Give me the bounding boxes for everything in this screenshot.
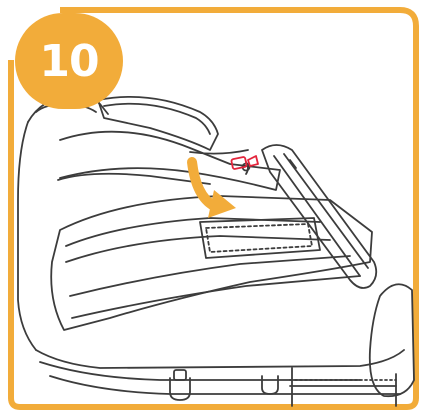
curved-arrow-icon — [192, 162, 236, 218]
side-strap — [262, 145, 376, 288]
anchor-knob-right — [262, 376, 278, 394]
back-panel — [60, 132, 280, 190]
step-number-badge: 10 — [15, 13, 123, 109]
seat-base — [36, 350, 404, 368]
anchor-knob-left — [170, 378, 190, 400]
